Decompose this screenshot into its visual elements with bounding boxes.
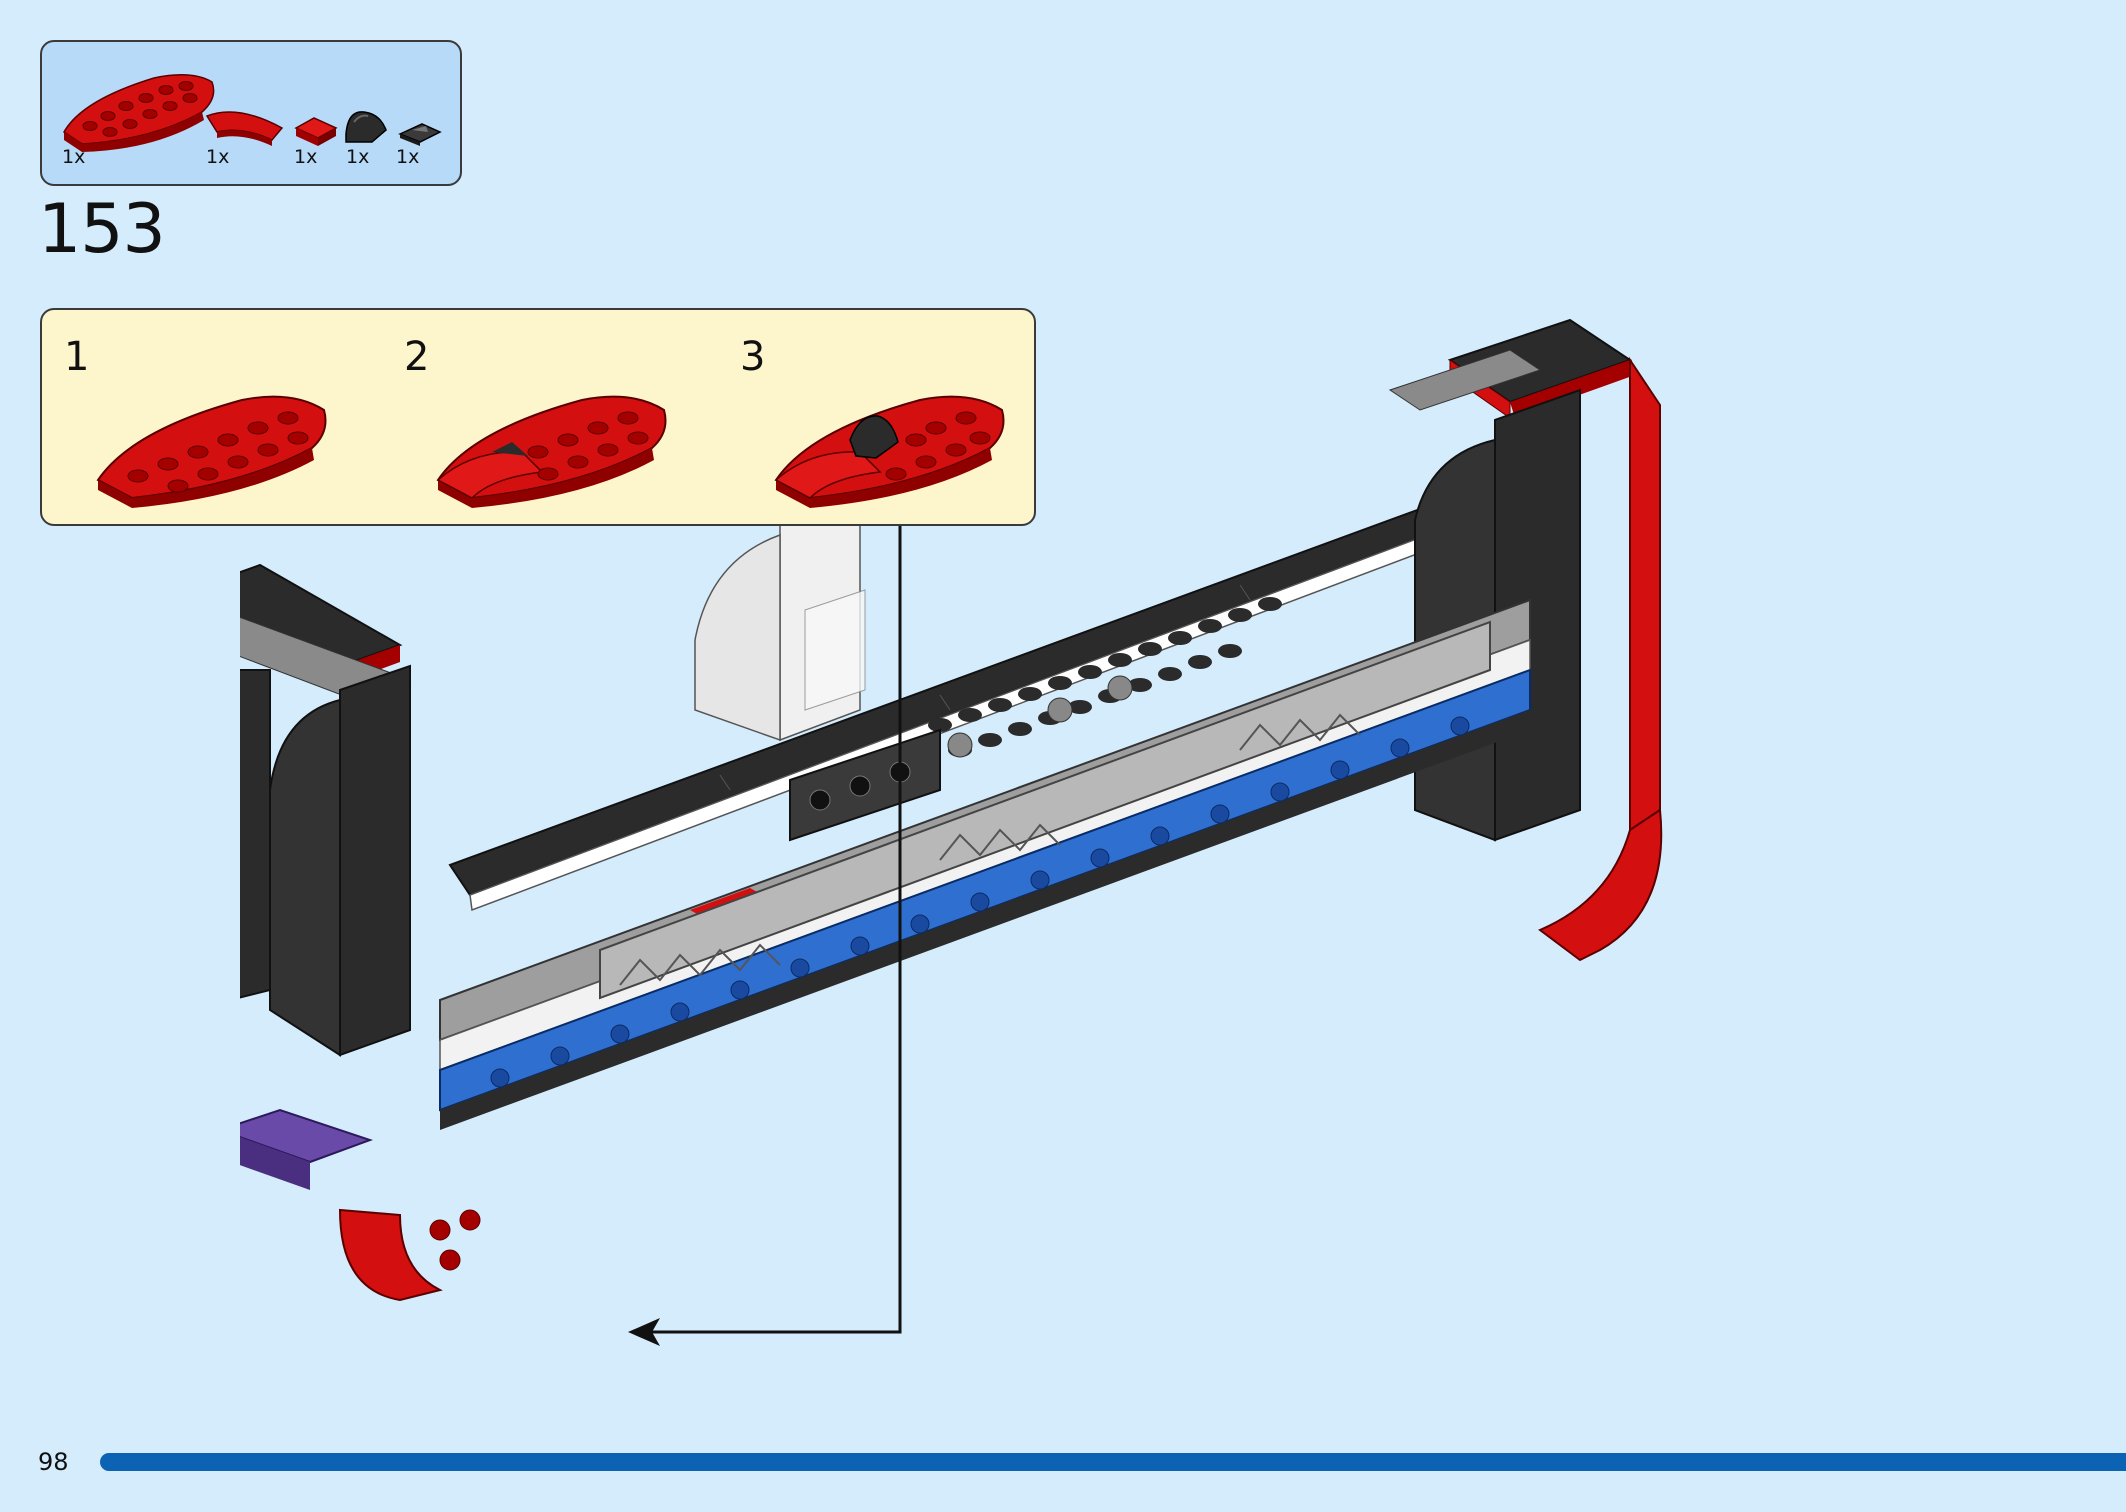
substep-number: 3: [740, 334, 766, 380]
part-qty: 1x: [294, 146, 318, 168]
left-end-frame: [240, 563, 412, 1057]
red-corner-studs: [429, 1209, 481, 1271]
black-curved-slope-icon: [345, 111, 387, 143]
substep-number: 2: [404, 334, 430, 380]
part-qty: 1x: [346, 146, 370, 168]
parts-list-box: 1x 1x 1x 1x 1x: [40, 40, 462, 186]
page-number: 98: [38, 1448, 69, 1476]
substep-2-illustration: [436, 395, 667, 508]
red-tile-icon: [294, 117, 338, 146]
part-qty: 1x: [206, 146, 230, 168]
part-qty: 1x: [396, 146, 420, 168]
substep-number: 1: [64, 334, 90, 380]
red-arc-tile-icon: [205, 111, 284, 146]
substep-3-illustration: [774, 395, 1005, 508]
part-qty: 1x: [62, 146, 86, 168]
substep-1-illustration: [96, 395, 327, 508]
red-curved-corner: [338, 1208, 443, 1302]
red-curved-plate-icon: [63, 74, 215, 152]
step-number: 153: [38, 190, 166, 269]
parts-illustration: [63, 74, 442, 152]
purple-tile-side: [240, 1137, 310, 1190]
substep-box: 1 2 3: [40, 308, 1036, 526]
purple-tile: [240, 1108, 374, 1164]
progress-bar: [100, 1453, 2126, 1471]
black-wedge-icon: [398, 123, 442, 146]
